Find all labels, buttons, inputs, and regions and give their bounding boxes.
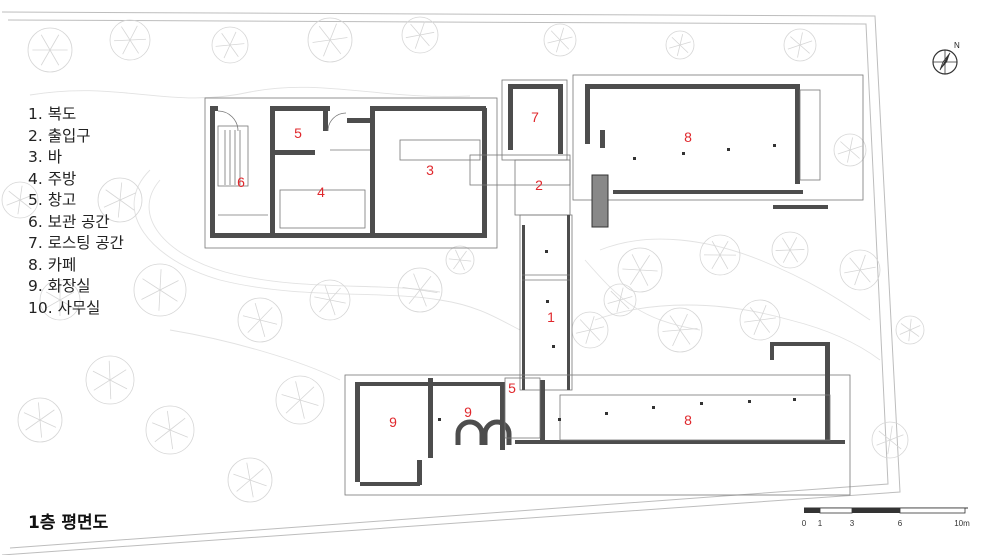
room-label-keeping: 6 xyxy=(237,174,245,190)
tree-symbol xyxy=(571,311,609,349)
tree-symbol xyxy=(603,283,637,317)
tree-symbol xyxy=(397,267,443,313)
corridor-and-entrance xyxy=(469,154,573,391)
tree-symbol xyxy=(771,231,809,269)
tree-symbol xyxy=(401,16,439,54)
tree-symbol xyxy=(783,28,817,62)
plan-title: 1층 평면도 xyxy=(28,513,109,533)
legend-item: 9. 화장실 xyxy=(28,277,91,295)
room-label-restroom-right: 9 xyxy=(464,404,472,420)
tree-symbol xyxy=(97,177,143,223)
tree-symbol xyxy=(309,279,351,321)
tree-symbol xyxy=(699,234,741,276)
legend-item: 8. 카페 xyxy=(28,255,77,274)
room-label-bar: 3 xyxy=(426,162,434,178)
tree-symbol xyxy=(871,421,909,459)
tree-symbol xyxy=(895,315,925,345)
room-label-cafe-bottom: 8 xyxy=(684,412,692,428)
room-label-corridor: 1 xyxy=(547,309,555,325)
tree-symbol xyxy=(665,30,695,60)
tree-symbol xyxy=(1,181,39,219)
cafe-top xyxy=(572,74,864,228)
scale-label-10: 10m xyxy=(954,519,970,528)
tree-symbol xyxy=(657,307,703,353)
tree-symbol xyxy=(85,355,135,405)
scale-label-0: 0 xyxy=(802,519,807,528)
room-label-kitchen: 4 xyxy=(317,184,325,200)
tree-symbol xyxy=(839,249,881,291)
room-label-restroom-left: 9 xyxy=(389,414,397,430)
tree-symbol xyxy=(145,405,195,455)
tree-symbol xyxy=(543,23,577,57)
tree-symbol xyxy=(833,133,867,167)
tree-symbol xyxy=(275,375,325,425)
scale-bar: 0 1 3 6 10m xyxy=(802,507,970,528)
tree-symbol xyxy=(211,26,249,64)
tree-symbol xyxy=(27,27,73,73)
legend-item: 1. 복도 xyxy=(28,105,77,123)
tree-symbol xyxy=(445,245,475,275)
roasting-room xyxy=(501,79,568,161)
scale-label-1: 1 xyxy=(818,519,823,528)
legend-item: 5. 창고 xyxy=(28,191,77,209)
legend-item: 7. 로스팅 공간 xyxy=(28,234,124,252)
room-labels: 1 2 3 4 5 5 6 7 8 8 9 9 xyxy=(237,109,692,430)
legend-item: 3. 바 xyxy=(28,148,62,166)
legend-item: 10. 사무실 xyxy=(28,298,101,317)
tree-symbol xyxy=(617,247,663,293)
room-label-storage-bottom: 5 xyxy=(508,380,516,396)
building-a xyxy=(204,97,498,249)
north-label: N xyxy=(954,41,960,50)
tree-symbol xyxy=(227,457,273,503)
site-boundary xyxy=(1,11,901,555)
room-label-entrance: 2 xyxy=(535,177,543,193)
tree-symbol xyxy=(739,299,781,341)
legend-item: 6. 보관 공간 xyxy=(28,212,110,231)
landscape-paths xyxy=(29,86,881,381)
legend-item: 4. 주방 xyxy=(28,169,77,188)
trees xyxy=(1,16,925,503)
legend-item: 2. 출입구 xyxy=(28,126,91,145)
tree-symbol xyxy=(237,297,283,343)
tree-symbol xyxy=(39,279,81,321)
tree-symbol xyxy=(109,19,151,61)
scale-label-6: 6 xyxy=(898,519,903,528)
tree-symbol xyxy=(133,263,187,317)
north-arrow: N xyxy=(932,41,960,75)
tree-symbol xyxy=(17,397,63,443)
building-c xyxy=(344,342,851,496)
room-label-cafe-top: 8 xyxy=(684,129,692,145)
room-label-roasting: 7 xyxy=(531,109,539,125)
scale-label-3: 3 xyxy=(850,519,855,528)
tree-symbol xyxy=(307,17,353,63)
room-label-storage-top: 5 xyxy=(294,125,302,141)
legend: 1. 복도 2. 출입구 3. 바 4. 주방 5. 창고 6. 보관 공간 7… xyxy=(28,104,124,319)
